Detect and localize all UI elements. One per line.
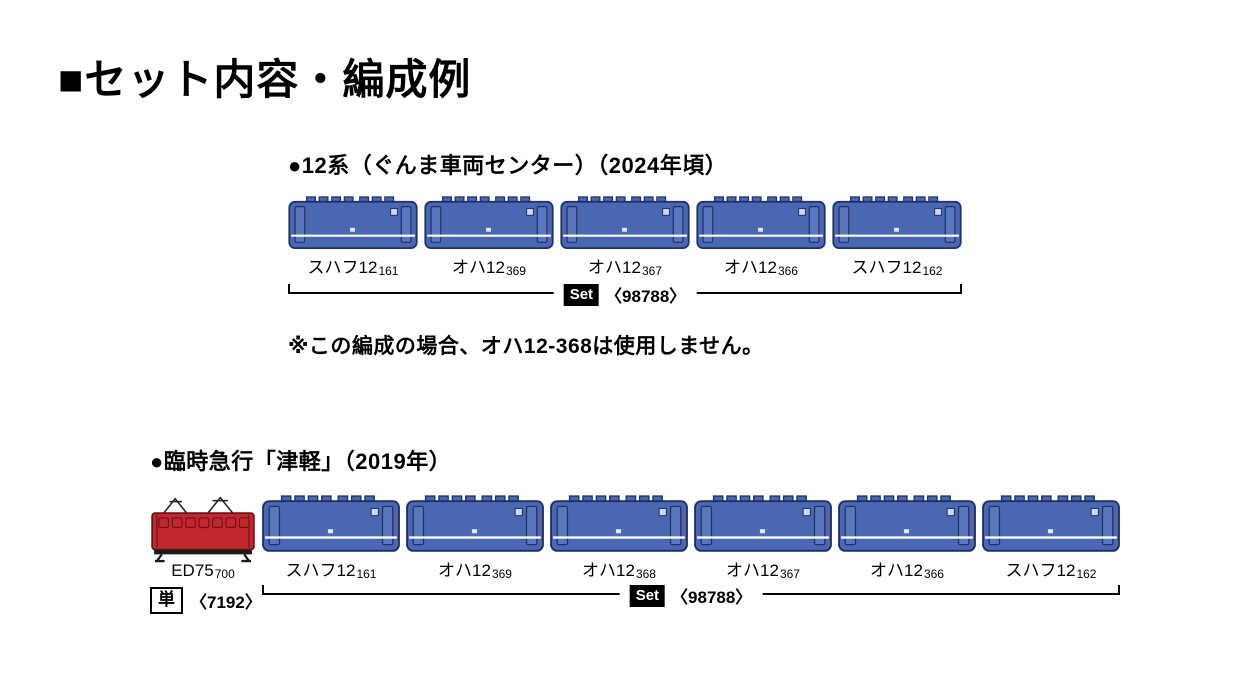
set-group: Set 〈98788〉: [619, 583, 763, 608]
car-label: オハ12369: [452, 258, 526, 278]
train-car: オハ12369: [406, 495, 544, 581]
car-name: スハフ12: [285, 561, 356, 580]
passenger-car-icon: [424, 196, 554, 250]
car-name: オハ12: [582, 561, 635, 580]
train-car: スハフ12161: [288, 196, 418, 278]
car-name: スハフ12: [307, 258, 378, 277]
single-unit-badge: 単: [150, 587, 183, 615]
formation-note: ※この編成の場合、オハ12-368は使用しません。: [288, 335, 764, 358]
set-group: Set 〈98788〉: [553, 282, 697, 307]
car-name: スハフ12: [1005, 561, 1076, 580]
car-label: スハフ12162: [1006, 561, 1097, 581]
passenger-car-icon: [696, 196, 826, 250]
set-bracket: Set 〈98788〉: [262, 583, 1120, 617]
formation-tsugaru: ●臨時急行「津軽」（2019年） ED75700 単 〈7192〉 スハフ121…: [150, 444, 1120, 617]
train-car: スハフ12161: [262, 495, 400, 581]
locomotive: ED75700 単 〈7192〉: [150, 492, 262, 615]
train-car: オハ12367: [560, 196, 690, 278]
train-row: ED75700 単 〈7192〉 スハフ12161 オハ12369 オハ1236…: [150, 492, 1120, 615]
car-label: オハ12367: [726, 561, 800, 581]
car-number: 368: [635, 567, 656, 581]
car-number: 366: [923, 567, 944, 581]
unit-product-number: 〈7192〉: [190, 593, 262, 613]
car-number: 369: [491, 567, 512, 581]
set-number: 〈98788〉: [671, 588, 753, 607]
car-name: オハ12: [588, 258, 641, 277]
train-car: オハ12366: [838, 495, 976, 581]
formation-12kei: ●12系（ぐんま車両センター）（2024年頃） スハフ12161 オハ12369…: [288, 148, 962, 360]
locomotive-icon: [150, 496, 256, 563]
train-car: スハフ12162: [982, 495, 1120, 581]
passenger-car-icon: [288, 196, 418, 250]
car-label: スハフ12161: [286, 561, 377, 581]
loco-label: ED75700: [171, 561, 235, 581]
page-title: ■セット内容・編成例: [58, 56, 472, 103]
car-name: オハ12: [452, 258, 505, 277]
passenger-car-icon: [982, 495, 1120, 552]
passenger-car-icon: [560, 196, 690, 250]
car-number: 366: [777, 264, 798, 278]
car-name: オハ12: [870, 561, 923, 580]
formation-heading: ●臨時急行「津軽」（2019年）: [150, 449, 452, 474]
set-badge: Set: [629, 584, 666, 607]
set-number: 〈98788〉: [605, 287, 687, 306]
passenger-car-icon: [262, 495, 400, 552]
car-number: 162: [922, 264, 943, 278]
car-label: スハフ12161: [308, 258, 399, 278]
car-label: オハ12367: [588, 258, 662, 278]
car-number: 367: [779, 567, 800, 581]
set-badge: Set: [563, 283, 600, 306]
car-name: スハフ12: [851, 258, 922, 277]
passenger-car-icon: [832, 196, 962, 250]
train-car: オハ12368: [550, 495, 688, 581]
loco-number: 700: [214, 567, 235, 581]
car-number: 161: [378, 264, 399, 278]
loco-name: ED75: [171, 561, 214, 580]
single-unit-row: 単 〈7192〉: [150, 587, 262, 615]
car-label: オハ12369: [438, 561, 512, 581]
car-label: オハ12368: [582, 561, 656, 581]
car-number: 162: [1076, 567, 1097, 581]
passenger-car-icon: [550, 495, 688, 552]
train-row: スハフ12161 オハ12369 オハ12367 オハ12366 スハフ1216…: [288, 196, 962, 278]
car-number: 369: [505, 264, 526, 278]
train-car: オハ12367: [694, 495, 832, 581]
car-label: スハフ12162: [852, 258, 943, 278]
car-name: オハ12: [724, 258, 777, 277]
car-label: オハ12366: [724, 258, 798, 278]
car-number: 161: [356, 567, 377, 581]
car-number: 367: [641, 264, 662, 278]
passenger-car-icon: [694, 495, 832, 552]
train-car: オハ12369: [424, 196, 554, 278]
train-car: オハ12366: [696, 196, 826, 278]
passenger-car-icon: [838, 495, 976, 552]
car-name: オハ12: [438, 561, 491, 580]
car-label: オハ12366: [870, 561, 944, 581]
passenger-car-icon: [406, 495, 544, 552]
car-name: オハ12: [726, 561, 779, 580]
formation-heading: ●12系（ぐんま車両センター）（2024年頃）: [288, 153, 728, 178]
train-car: スハフ12162: [832, 196, 962, 278]
set-bracket: Set 〈98788〉: [288, 282, 962, 316]
